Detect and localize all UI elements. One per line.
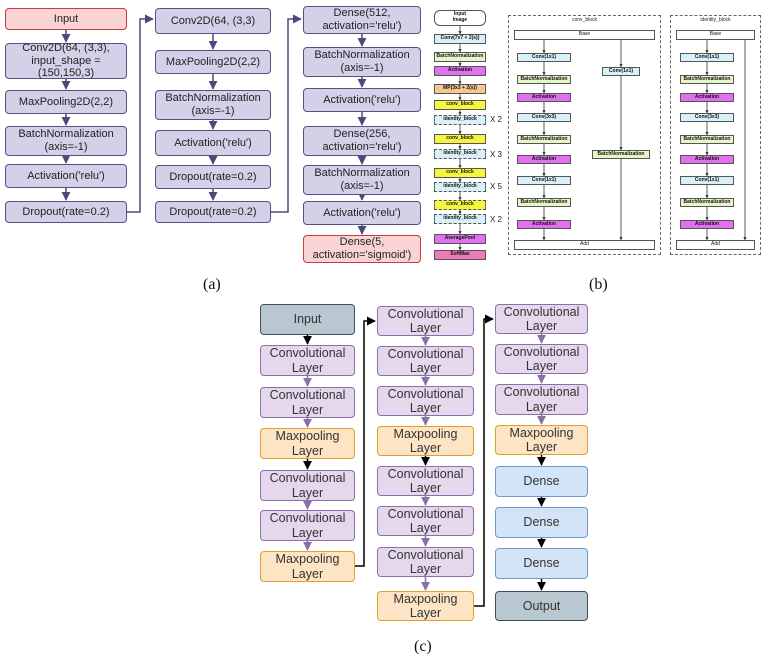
panel-b-label: (b) [589, 276, 608, 293]
panel-a-col3-layer: Activation('relu') [303, 88, 421, 112]
panel-c-col2-layer: Convolutional Layer [377, 346, 474, 376]
conv-block-shortcut-layer: Conv(1x1) [602, 67, 640, 76]
panel-c-col3-layer: Dense [495, 548, 588, 579]
panel-a-col2-layer: Activation('relu') [155, 130, 271, 156]
panel-b-chain-node: identity_block [434, 214, 486, 224]
panel-b-chain-node: conv_block [434, 200, 486, 210]
identity-block-layer: Conv(1x1) [680, 53, 734, 62]
conv-block-layer: BatchNormalization [517, 135, 571, 144]
panel-c-col2-layer: Maxpooling Layer [377, 426, 474, 456]
panel-b-chain-node: conv_block [434, 168, 486, 178]
conv-block-layer: BatchNormalization [517, 198, 571, 207]
panel-c-col2-layer: Convolutional Layer [377, 506, 474, 536]
conv-block-base: Base [514, 30, 655, 40]
panel-b-chain-node: identity_block [434, 182, 486, 192]
conv-block-add: Add [514, 240, 655, 250]
panel-a-column-link [127, 14, 154, 213]
panel-c-col1-layer: Convolutional Layer [260, 510, 355, 541]
panel-c-column-link [355, 316, 376, 567]
conv-block-layer: Conv(1x1) [517, 176, 571, 185]
panel-c-col2-layer: Convolutional Layer [377, 306, 474, 336]
conv-block-shortcut-layer: BatchNormalization [592, 150, 650, 159]
panel-a-col1-layer: BatchNormalization (axis=-1) [5, 126, 127, 156]
panel-c-col2-layer: Convolutional Layer [377, 547, 474, 577]
panel-b-chain-node: identity_block [434, 149, 486, 159]
conv-block-layer: BatchNormalization [517, 75, 571, 84]
panel-a-col1-layer: Conv2D(64, (3,3), input_shape = (150,150… [5, 42, 127, 79]
panel-a-column-link [271, 14, 302, 213]
conv-block-layer: Activation [517, 220, 571, 229]
panel-a-col2-layer: Dropout(rate=0.2) [155, 165, 271, 189]
identity-block-layer: Activation [680, 220, 734, 229]
panel-a-col2-layer: MaxPooling2D(2,2) [155, 50, 271, 74]
conv-block-layer: Activation [517, 93, 571, 102]
identity-block-add: Add [676, 240, 755, 250]
identity-block-title: identity_block [700, 17, 731, 24]
panel-c-col3-layer: Output [495, 591, 588, 621]
identity-block-layer: Activation [680, 93, 734, 102]
panel-b-chain-node: Activation [434, 66, 486, 76]
panel-c-col2-layer: Convolutional Layer [377, 386, 474, 416]
panel-c-col1-layer: Convolutional Layer [260, 345, 355, 376]
panel-c-col3-layer: Dense [495, 466, 588, 497]
panel-a-col1-layer: MaxPooling2D(2,2) [5, 90, 127, 114]
panel-b-chain-node: Conv(7x7 + 2(s)) [434, 34, 486, 44]
identity-block-layer: Activation [680, 155, 734, 164]
panel-c-col1-layer: Input [260, 304, 355, 335]
identity-block-base: Base [676, 30, 755, 40]
conv-block-layer: Activation [517, 155, 571, 164]
panel-a-col1-layer: Activation('relu') [5, 164, 127, 188]
identity-block-layer: BatchNormalization [680, 135, 734, 144]
panel-a-label: (a) [203, 276, 221, 293]
identity-block-layer: BatchNormalization [680, 198, 734, 207]
repeat-multiplier: X 2 [490, 115, 503, 124]
repeat-multiplier: X 2 [490, 215, 503, 224]
panel-c-label: (c) [414, 638, 432, 655]
panel-c-col1-layer: Maxpooling Layer [260, 428, 355, 459]
conv-block-layer: Conv(3x3) [517, 113, 571, 122]
panel-a-col3-layer: Dense(512, activation='relu') [303, 6, 421, 34]
conv-block-layer: Conv(1x1) [517, 53, 571, 62]
panel-c-col1-layer: Convolutional Layer [260, 470, 355, 501]
panel-b-chain-node: BatchNormalization [434, 52, 486, 62]
panel-c-col2-layer: Convolutional Layer [377, 466, 474, 496]
panel-a-col3-layer: Activation('relu') [303, 201, 421, 225]
identity-block-panel [670, 15, 761, 255]
identity-block-layer: Conv(3x3) [680, 113, 734, 122]
panel-a-col3-layer: Dense(256, activation='relu') [303, 126, 421, 156]
panel-c-column-link [474, 314, 494, 607]
panel-a-col3-layer: BatchNormalization (axis=-1) [303, 165, 421, 195]
conv-block-title: conv_block [571, 17, 597, 24]
panel-c-col3-layer: Convolutional Layer [495, 304, 588, 334]
identity-block-layer: BatchNormalization [680, 75, 734, 84]
panel-a-col3-layer: BatchNormalization (axis=-1) [303, 47, 421, 77]
panel-c-col1-layer: Convolutional Layer [260, 387, 355, 418]
panel-c-col3-layer: Maxpooling Layer [495, 425, 588, 455]
identity-block-layer: Conv(1x1) [680, 176, 734, 185]
panel-c-col3-layer: Convolutional Layer [495, 384, 588, 415]
panel-a-col1-layer: Input [5, 8, 127, 30]
panel-a-col1-layer: Dropout(rate=0.2) [5, 201, 127, 223]
panel-b-chain-node: conv_block [434, 100, 486, 110]
conv-block-panel [508, 15, 661, 255]
panel-b-chain-node: MP(3x3 + 2(s)) [434, 84, 486, 94]
repeat-multiplier: X 5 [490, 182, 503, 191]
panel-c-col2-layer: Maxpooling Layer [377, 591, 474, 621]
panel-a-col2-layer: BatchNormalization (axis=-1) [155, 90, 271, 120]
panel-c-col3-layer: Convolutional Layer [495, 344, 588, 374]
repeat-multiplier: X 3 [490, 150, 503, 159]
panel-b-chain-node: SoftMax [434, 250, 486, 260]
panel-c-col3-layer: Dense [495, 507, 588, 538]
panel-c-col1-layer: Maxpooling Layer [260, 551, 355, 582]
panel-b-chain-node: identity_block [434, 115, 486, 125]
panel-a-col2-layer: Conv2D(64, (3,3) [155, 8, 271, 34]
panel-b-chain-node: Input Image [434, 10, 486, 26]
panel-b-chain-node: conv_block [434, 134, 486, 144]
panel-b-chain-node: AveragePool [434, 234, 486, 244]
panel-a-col3-layer: Dense(5, activation='sigmoid') [303, 235, 421, 263]
panel-a-col2-layer: Dropout(rate=0.2) [155, 201, 271, 223]
